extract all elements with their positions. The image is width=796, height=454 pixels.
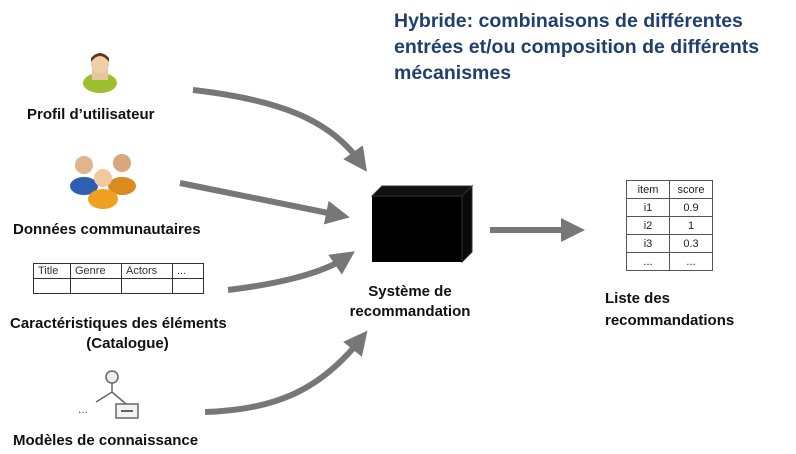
catalogue-cell [33, 278, 71, 294]
table-row: i3 0.3 [626, 234, 713, 253]
score-cell: ... [669, 252, 713, 271]
knowledge-model-icon [95, 370, 139, 419]
recommendation-header-cell: item [626, 180, 670, 199]
arrow-modeles [204, 330, 368, 415]
catalogue-table: Title Genre Actors ... [33, 263, 204, 294]
recommendation-table: item score i1 0.9 i2 1 i3 0.3 ... ... [626, 180, 713, 271]
recommendation-header-row: item score [626, 180, 713, 199]
catalogue-header-cell: Actors [121, 263, 173, 279]
catalogue-header-cell: Title [33, 263, 71, 279]
community-users-icon [70, 154, 136, 209]
output-label-line1: Liste des [605, 290, 671, 307]
label-caracteristiques: Caractéristiques des éléments [10, 315, 227, 332]
diagram-title: Hybride: combinaisons de différentes ent… [394, 10, 760, 84]
arrow-caracteristiques [227, 251, 355, 293]
label-donnees-communautaires: Données communautaires [13, 221, 201, 238]
item-cell: ... [626, 252, 670, 271]
catalogue-header-cell: ... [172, 263, 204, 279]
score-cell: 1 [669, 216, 713, 235]
arrow-profil [192, 87, 367, 172]
table-row: i1 0.9 [626, 198, 713, 217]
catalogue-cell [70, 278, 122, 294]
score-cell: 0.3 [669, 234, 713, 253]
label-profil-utilisateur: Profil d’utilisateur [27, 106, 155, 123]
user-profile-icon [83, 53, 117, 93]
system-label-line2: recommandation [349, 303, 471, 320]
catalogue-empty-row [33, 278, 204, 294]
system-label: Système de recommandation [330, 282, 490, 322]
table-row: i2 1 [626, 216, 713, 235]
catalogue-cell [172, 278, 204, 294]
catalogue-header-row: Title Genre Actors ... [33, 263, 204, 279]
label-modeles-connaissance: Modèles de connaissance [13, 432, 199, 449]
item-cell: i2 [626, 216, 670, 235]
output-label-line2: recommandations [605, 312, 735, 329]
item-cell: i1 [626, 198, 670, 217]
score-cell: 0.9 [669, 198, 713, 217]
item-cell: i3 [626, 234, 670, 253]
system-label-line1: Système de [368, 283, 452, 300]
catalogue-cell [121, 278, 173, 294]
output-label: Liste des recommandations [605, 288, 734, 332]
black-box-icon [370, 184, 474, 264]
arrow-donnees [179, 180, 350, 225]
knowledge-dots: ... [78, 402, 89, 416]
catalogue-header-cell: Genre [70, 263, 122, 279]
recommendation-header-cell: score [669, 180, 713, 199]
label-catalogue: (Catalogue) [86, 335, 169, 352]
table-row: ... ... [626, 252, 713, 271]
